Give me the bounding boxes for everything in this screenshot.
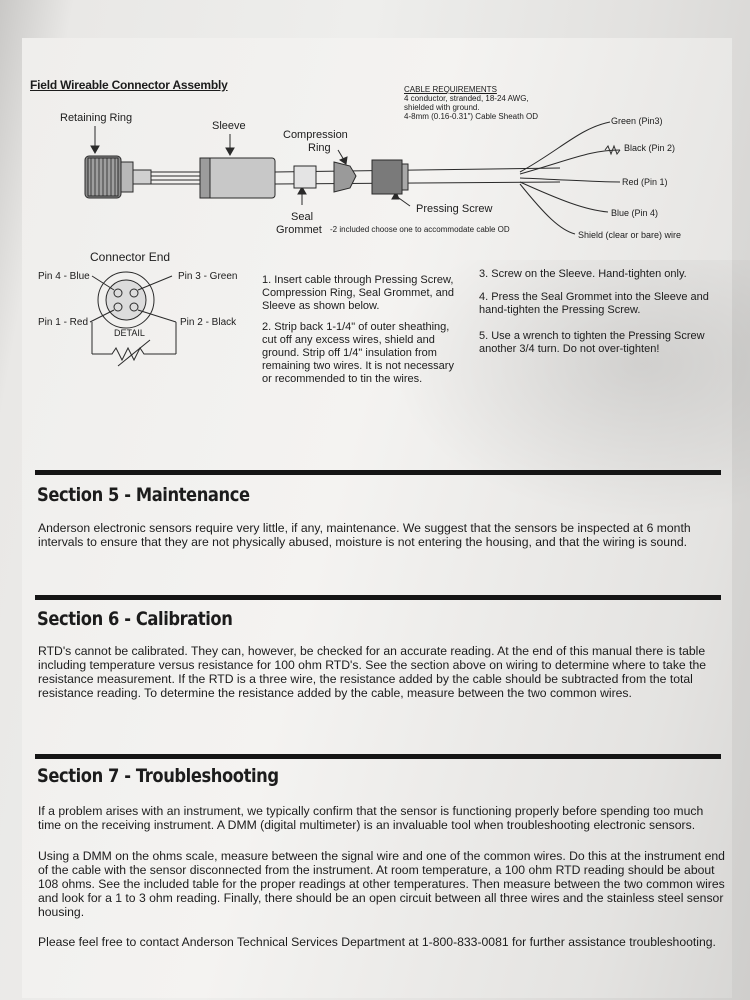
pin2-label: Pin 2 - Black — [180, 317, 237, 328]
connector-end-diagram — [89, 271, 177, 367]
label-pressing-screw: Pressing Screw — [416, 203, 493, 215]
section-6-title: Section 6 - Calibration — [37, 608, 233, 630]
label-grommet: Grommet — [276, 224, 322, 236]
section-7-paragraph-3: Please feel free to contact Anderson Tec… — [38, 935, 716, 949]
step-4: 4. Press the Seal Grommet into the Sleev… — [479, 291, 709, 316]
label-ring: Ring — [308, 142, 331, 154]
label-shield-wire: Shield (clear or bare) wire — [578, 230, 682, 240]
grommet-note: -2 included choose one to accommodate ca… — [330, 225, 510, 234]
label-green-wire: Green (Pin3) — [611, 116, 663, 126]
pin3-label: Pin 3 - Green — [178, 271, 238, 282]
label-blue-wire: Blue (Pin 4) — [611, 208, 659, 218]
step-1: 1. Insert cable through Pressing Screw, … — [262, 274, 454, 312]
section-7-paragraph-1: If a problem arises with an instrument, … — [38, 804, 704, 832]
cable-req-heading: CABLE REQUIREMENTS — [404, 85, 497, 94]
cable-req-line3: 4-8mm (0.16-0.31") Cable Sheath OD — [404, 112, 539, 121]
document-page — [22, 38, 732, 998]
connector-assembly-drawing — [84, 121, 621, 235]
cable-req-line1: 4 conductor, stranded, 18-24 AWG, — [404, 94, 529, 103]
section-7-rule — [35, 754, 721, 759]
step-3: 3. Screw on the Sleeve. Hand-tighten onl… — [479, 268, 687, 280]
step-2: 2. Strip back 1-1/4" of outer sheathing,… — [262, 321, 454, 385]
label-compression: Compression — [283, 129, 348, 141]
section-6-paragraph: RTD's cannot be calibrated. They can, ho… — [38, 644, 707, 700]
section-7-paragraph-2: Using a DMM on the ohms scale, measure b… — [38, 849, 725, 919]
section-5-paragraph: Anderson electronic sensors require very… — [38, 521, 691, 549]
cable-requirements: CABLE REQUIREMENTS 4 conductor, stranded… — [404, 85, 538, 121]
detail-label: DETAIL — [114, 328, 145, 338]
figure-title: Field Wireable Connector Assembly — [30, 78, 228, 92]
pin1-label: Pin 1 - Red — [38, 317, 89, 328]
label-black-wire: Black (Pin 2) — [624, 143, 676, 153]
pin4-label: Pin 4 - Blue — [38, 271, 90, 282]
step-5: 5. Use a wrench to tighten the Pressing … — [479, 330, 705, 355]
section-7-title: Section 7 - Troubleshooting — [37, 765, 279, 787]
section-5-title: Section 5 - Maintenance — [37, 484, 250, 506]
section-5-rule — [35, 470, 721, 475]
connector-end-title: Connector End — [90, 250, 171, 264]
label-retaining-ring: Retaining Ring — [60, 112, 133, 124]
label-sleeve: Sleeve — [212, 120, 246, 132]
label-red-wire: Red (Pin 1) — [622, 177, 668, 187]
label-seal: Seal — [291, 211, 314, 223]
cable-req-line2: shielded with ground. — [404, 103, 480, 112]
section-6-rule — [35, 595, 721, 600]
